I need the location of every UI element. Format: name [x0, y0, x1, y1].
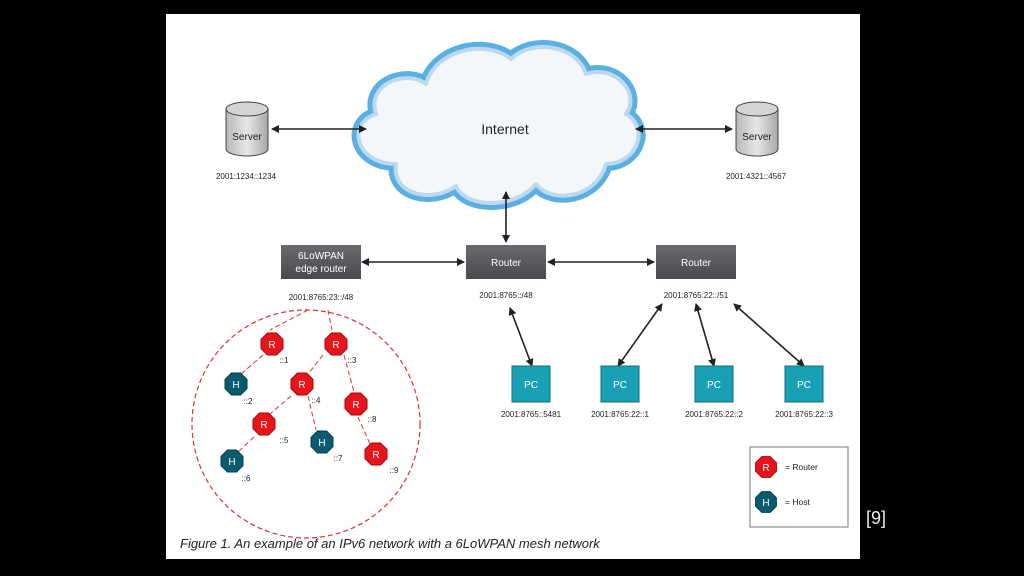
edge-router-label-1: 6LoWPAN [298, 251, 344, 262]
link-router2-pc2 [617, 303, 663, 367]
mesh-node-shape [324, 332, 348, 356]
mesh-host-node: H::6 [220, 449, 251, 483]
pc-1: PC 2001:8765::5481 [501, 365, 562, 419]
pc-3-address: 2001:8765:22::2 [685, 410, 743, 419]
pc-4-label: PC [797, 380, 811, 391]
server-2: Server 2001:4321::4567 [726, 101, 787, 181]
mesh-link [269, 309, 309, 331]
link-router2-pc4 [733, 303, 805, 367]
mesh-host-node: H::7 [310, 430, 343, 463]
server-1-address: 2001:1234::1234 [216, 172, 277, 181]
mesh-link [307, 354, 324, 375]
legend: R = Router H = Host [749, 446, 849, 528]
legend-router-label: = Router [785, 462, 818, 472]
mesh-node-address: ::1 [280, 356, 289, 365]
router-2-label: Router [681, 258, 712, 269]
pc-4-address: 2001:8765:22::3 [775, 410, 833, 419]
mesh-node-letter: R [352, 400, 359, 411]
network-diagram: Internet Server 2001:1234::1234 Server 2… [191, 40, 849, 539]
link-router2-pc3 [694, 303, 716, 367]
mesh-node-shape [260, 332, 284, 356]
server-1: Server 2001:1234::1234 [216, 101, 277, 181]
mesh-node-letter: R [260, 420, 267, 431]
mesh-node-letter: H [228, 457, 235, 468]
mesh-node-address: ::6 [242, 474, 251, 483]
mesh-node-address: ::3 [348, 356, 357, 365]
mesh-node-letter: R [298, 380, 305, 391]
pc-3-label: PC [707, 380, 721, 391]
pc-1-address: 2001:8765::5481 [501, 410, 562, 419]
mesh-link [307, 395, 317, 431]
mesh-router-node: R::5 [252, 412, 289, 445]
pc-2-label: PC [613, 380, 627, 391]
edge-router: 6LoWPAN edge router 2001:8765:23::/48 [281, 245, 361, 302]
figure-caption: Figure 1. An example of an IPv6 network … [180, 536, 600, 551]
mesh-links [237, 309, 371, 453]
mesh-router-node: R::9 [364, 442, 399, 475]
mesh-node-letter: R [372, 450, 379, 461]
mesh-node-address: ::4 [312, 396, 321, 405]
internet-label: Internet [481, 121, 529, 137]
mesh-router-node: R::3 [324, 332, 357, 365]
server-2-label: Server [742, 132, 772, 143]
mesh-node-shape [290, 372, 314, 396]
mesh-node-letter: R [268, 340, 275, 351]
mesh-router-node: R::1 [260, 332, 289, 365]
mesh-node-letter: R [332, 340, 339, 351]
mesh-node-address: ::2 [244, 397, 253, 406]
mesh-router-node: R::4 [290, 372, 321, 405]
mesh-node-address: ::7 [334, 454, 343, 463]
mesh-node-letter: H [318, 438, 325, 449]
router-1-address: 2001:8765::/48 [479, 291, 533, 300]
mesh-node-address: ::5 [280, 436, 289, 445]
mesh-node-shape [252, 412, 276, 436]
mesh-node-shape [310, 430, 334, 454]
figure-slide: Internet Server 2001:1234::1234 Server 2… [166, 14, 860, 559]
server-1-label: Server [232, 132, 262, 143]
mesh-node-address: ::9 [390, 466, 399, 475]
mesh-node-shape [220, 449, 244, 473]
legend-host-label: = Host [785, 497, 810, 507]
mesh-link [327, 309, 333, 331]
edge-router-address: 2001:8765:23::/48 [289, 293, 354, 302]
mesh-node-shape [364, 442, 388, 466]
mesh-link [269, 395, 292, 415]
internet-cloud: Internet [351, 40, 646, 210]
pc-1-label: PC [524, 380, 538, 391]
mesh-node-shape [344, 392, 368, 416]
router-2-address: 2001:8765:22::/51 [664, 291, 729, 300]
mesh-node-shape [224, 372, 248, 396]
mesh-node-address: ::8 [368, 415, 377, 424]
link-router-pc1 [508, 307, 534, 367]
pc-2-address: 2001:8765:22::1 [591, 410, 649, 419]
pc-4: PC 2001:8765:22::3 [775, 365, 833, 419]
legend-router-letter: R [762, 463, 769, 474]
mesh-link [237, 436, 255, 453]
edge-router-label-2: edge router [295, 264, 347, 275]
mesh-link [357, 416, 371, 445]
citation-reference: [9] [866, 508, 887, 528]
mesh-boundary [191, 309, 421, 539]
pc-2: PC 2001:8765:22::1 [591, 365, 649, 419]
pc-3: PC 2001:8765:22::2 [685, 365, 743, 419]
connections [271, 125, 805, 367]
mesh-link [240, 354, 264, 375]
mesh-link [343, 354, 355, 393]
legend-host-letter: H [762, 498, 769, 509]
legend-host: H = Host [755, 491, 810, 513]
legend-router: R = Router [755, 456, 818, 478]
router-1-label: Router [491, 258, 522, 269]
server-2-address: 2001:4321::4567 [726, 172, 787, 181]
mesh-host-node: H::2 [224, 372, 253, 406]
mesh-node-letter: H [232, 380, 239, 391]
router-1: Router 2001:8765::/48 [466, 245, 546, 300]
router-2: Router 2001:8765:22::/51 [656, 245, 736, 300]
mesh-router-node: R::8 [344, 392, 377, 424]
